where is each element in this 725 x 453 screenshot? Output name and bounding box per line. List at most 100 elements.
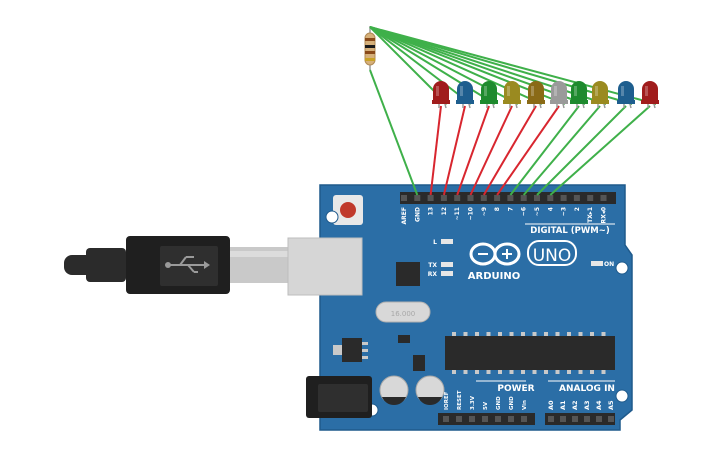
regulator-lead (362, 356, 368, 359)
ground-wire (369, 69, 419, 196)
led[interactable] (503, 81, 521, 109)
chip-leg (452, 332, 456, 336)
led-body (528, 81, 544, 102)
crystal-oscillator (375, 301, 431, 323)
chip-leg (498, 332, 502, 336)
digital-pin-hole[interactable] (573, 195, 580, 201)
led[interactable] (641, 81, 659, 109)
digital-pin-hole[interactable] (547, 195, 554, 201)
chip-leg (463, 332, 468, 336)
digital-pin-label: TX▸1 (587, 207, 594, 223)
power-pin-hole[interactable] (508, 416, 514, 422)
led-highlight (574, 86, 577, 96)
chip-leg (452, 370, 456, 374)
digital-pin-label: ~11 (454, 207, 461, 220)
chip-leg (544, 370, 548, 374)
signal-wire (549, 105, 651, 196)
usb-cable[interactable] (64, 236, 290, 294)
led-rim (550, 100, 568, 104)
led-body (551, 81, 567, 102)
led-rim (527, 100, 545, 104)
digital-pin-hole[interactable] (467, 195, 474, 201)
chip-leg (555, 370, 560, 374)
signal-wire (496, 105, 560, 196)
power-pin-label: 3.3V (470, 395, 476, 410)
led-rim (432, 100, 450, 104)
led[interactable] (456, 81, 474, 109)
led[interactable] (550, 81, 568, 109)
led[interactable] (570, 81, 588, 109)
chip-leg (486, 332, 491, 336)
digital-pin-hole[interactable] (534, 195, 540, 201)
signal-wire (536, 105, 627, 196)
usb-strain-relief (86, 248, 126, 282)
ground-wire (369, 26, 472, 105)
power-pin-hole[interactable] (482, 416, 488, 422)
analog-pin-hole[interactable] (584, 416, 590, 422)
led-tx-label: TX (428, 262, 437, 269)
led[interactable] (591, 81, 609, 109)
analog-header (545, 413, 615, 425)
chip-leg (532, 370, 537, 374)
power-pin-label: RESET (457, 390, 463, 410)
digital-pin-hole[interactable] (454, 195, 461, 201)
capacitor-left (379, 375, 409, 405)
led-rx-label: RX (428, 271, 438, 278)
regulator-tab (333, 345, 342, 355)
chip-leg (521, 332, 525, 336)
signal-wire (442, 105, 466, 196)
resistor-band (365, 45, 375, 48)
chip-leg (590, 332, 594, 336)
led-body (457, 81, 473, 102)
digital-pin-hole[interactable] (600, 195, 607, 201)
analog-pin-hole[interactable] (596, 416, 602, 422)
led[interactable] (527, 81, 545, 109)
regulator-lead (362, 342, 368, 345)
digital-pin-hole[interactable] (587, 195, 594, 201)
led-rim (503, 100, 521, 104)
led[interactable] (432, 81, 450, 109)
digital-pin-hole[interactable] (494, 195, 501, 201)
analog-pin-label: A4 (595, 400, 603, 410)
power-pin-hole[interactable] (495, 416, 501, 422)
uno-model-text: UNO (533, 246, 572, 266)
resistor-band (365, 58, 375, 61)
digital-pin-label: 13 (428, 207, 435, 215)
chip-leg (555, 332, 560, 336)
digital-pin-hole[interactable] (440, 195, 447, 201)
wires (369, 26, 657, 196)
analog-pin-hole[interactable] (548, 416, 554, 422)
analog-pin-hole[interactable] (608, 416, 614, 422)
mounting-hole-top-left (325, 210, 339, 224)
chip-leg (475, 332, 479, 336)
resistor[interactable] (364, 26, 376, 70)
digital-pin-hole[interactable] (480, 195, 487, 201)
power-pin-hole[interactable] (456, 416, 462, 422)
digital-pin-hole[interactable] (401, 195, 407, 201)
digital-pin-hole[interactable] (507, 195, 514, 201)
led[interactable] (480, 81, 498, 109)
usb-b-socket (287, 237, 363, 296)
signal-wire (509, 105, 580, 196)
leds (432, 81, 659, 109)
reset-button[interactable] (340, 202, 356, 218)
power-pin-hole[interactable] (469, 416, 475, 422)
power-pin-hole[interactable] (443, 416, 449, 422)
digital-pin-hole[interactable] (414, 195, 421, 201)
digital-pin-hole[interactable] (560, 195, 567, 201)
resistor-band (365, 51, 375, 54)
digital-pin-hole[interactable] (427, 195, 434, 201)
power-jack-socket (318, 384, 368, 412)
analog-pin-hole[interactable] (560, 416, 566, 422)
digital-pin-hole[interactable] (520, 195, 527, 201)
power-pin-hole[interactable] (521, 416, 527, 422)
digital-pin-label: 4 (547, 207, 554, 211)
led[interactable] (617, 81, 635, 109)
digital-pin-label: ~3 (561, 207, 568, 216)
digital-pin-label: ~5 (534, 207, 541, 216)
resistor-band (365, 38, 375, 41)
analog-pin-hole[interactable] (572, 416, 578, 422)
digital-pin-label: ~10 (468, 207, 475, 220)
